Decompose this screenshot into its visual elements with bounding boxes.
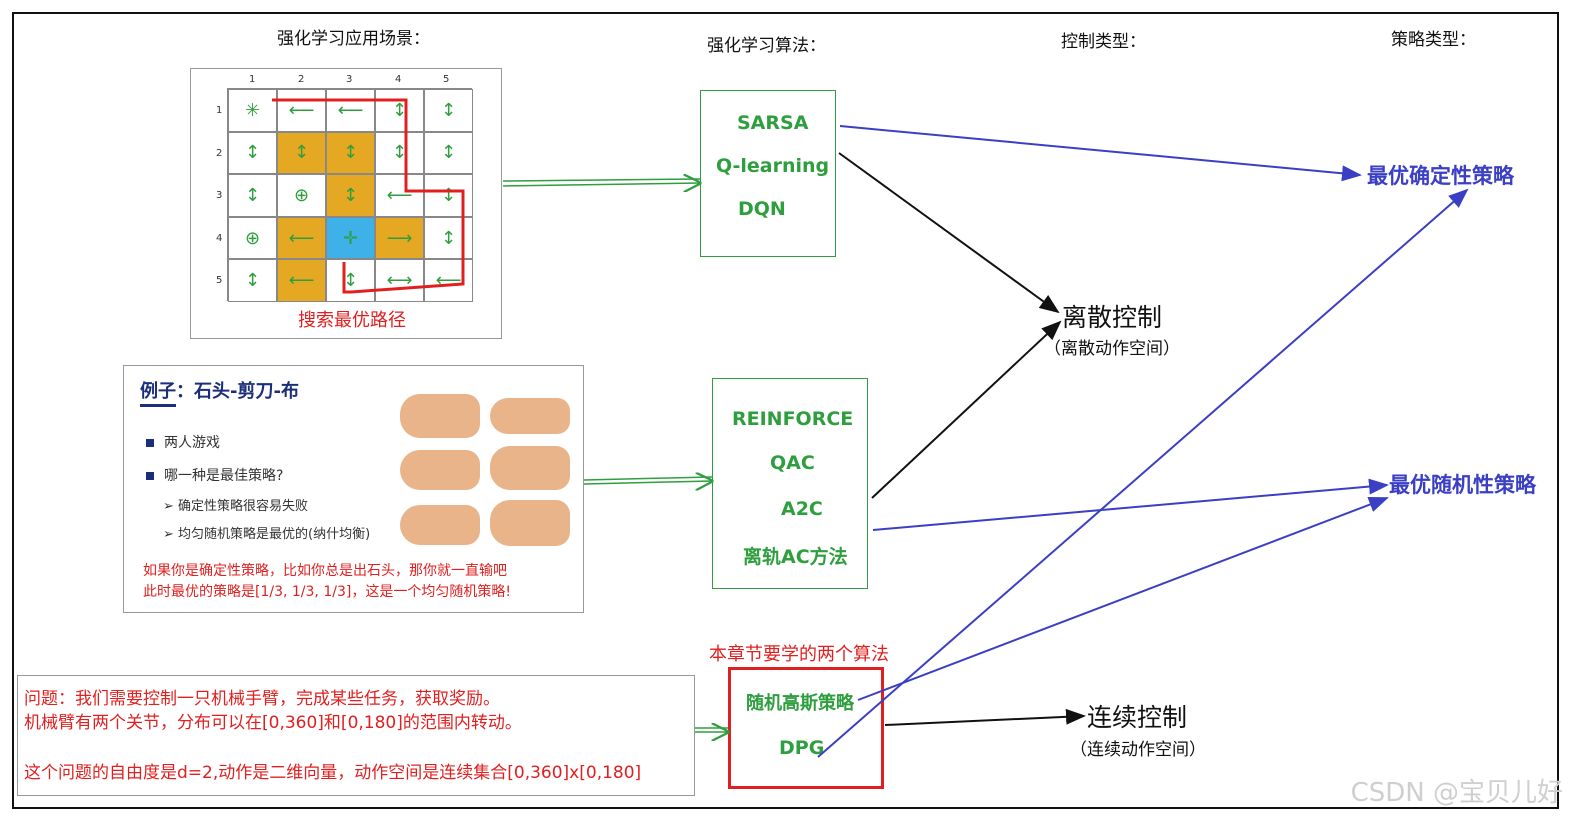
algo-label: DPG: [779, 737, 825, 759]
hand-paper-image: [400, 450, 480, 490]
header-policy: 策略类型：: [1391, 30, 1476, 50]
arm-text: 机械臂有两个关节，分布可以在[0,360]和[0,180]的范围内转动。: [24, 713, 522, 733]
rps-bullet: 两人游戏: [146, 432, 220, 452]
rps-note: 如果你是确定性策略，比如你总是出石头，那你就一直输吧: [143, 563, 507, 579]
arm-problem-panel: [17, 675, 695, 796]
grid-cell-forbidden: ⟵: [277, 216, 326, 260]
algo-label: DQN: [738, 198, 786, 220]
algo-box-value-based: [700, 90, 836, 257]
hand-scissors-image: [400, 505, 480, 545]
grid-cell-forbidden: ↕: [326, 174, 375, 217]
grid-cell: ⊕: [277, 174, 326, 217]
grid-cell: ↕: [375, 131, 424, 175]
bullet-text: 两人游戏: [164, 435, 220, 451]
diagram-frame: [12, 12, 1559, 809]
header-algorithms: 强化学习算法：: [707, 36, 826, 56]
grid-cell: ⟵: [424, 259, 473, 302]
grid-cell-forbidden: ⟶: [375, 216, 424, 260]
header-control: 控制类型：: [1061, 32, 1146, 52]
control-discrete-sub: （离散动作空间）: [1044, 339, 1180, 359]
algo-label: SARSA: [737, 112, 809, 134]
grid-cell: ↕: [228, 259, 277, 302]
row-label: 3: [216, 190, 223, 201]
col-label: 1: [249, 74, 256, 85]
col-label: 5: [443, 74, 450, 85]
grid-cell-forbidden: ↕: [277, 131, 326, 175]
algo-label: REINFORCE: [732, 408, 854, 430]
grid-cell: ↕: [326, 259, 375, 302]
blue-arrow: [872, 478, 1389, 531]
policy-stochastic: 最优随机性策略: [1389, 473, 1536, 497]
arm-text: 问题：我们需要控制一只机械手臂，完成某些任务，获取奖励。: [24, 689, 500, 709]
algo-label: Q-learning: [716, 155, 830, 177]
algo-label: A2C: [781, 498, 823, 520]
grid-cell: ↕: [228, 131, 277, 175]
chapter-algos-label: 本章节要学的两个算法: [709, 644, 889, 665]
black-arrow: [871, 320, 1062, 499]
grid-cell-target: ✛: [326, 216, 375, 260]
grid-cell: ↕: [228, 174, 277, 217]
optimal-path: [272, 98, 465, 294]
hand-rock-image: [400, 394, 480, 438]
grid-cell: ↕: [424, 89, 473, 132]
policy-deterministic: 最优确定性策略: [1367, 164, 1514, 188]
green-arrow: [583, 477, 712, 484]
blue-arrow: [857, 496, 1389, 701]
subbullet-text: 均匀随机策略是最优的(纳什均衡): [178, 527, 371, 542]
hand-scissors-image: [490, 398, 570, 434]
green-arrow: [502, 179, 700, 186]
algo-box-chapter: [728, 667, 884, 789]
row-label: 4: [216, 233, 223, 244]
grid-cell: ↕: [375, 89, 424, 132]
title-underline: [140, 404, 176, 407]
rps-subbullet: ➢ 均匀随机策略是最优的(纳什均衡): [163, 527, 371, 542]
control-continuous: 连续控制: [1087, 703, 1188, 732]
grid-cell: ⟷: [375, 259, 424, 302]
col-label: 3: [346, 74, 353, 85]
grid-cell: ↕: [424, 216, 473, 260]
row-label: 5: [216, 275, 223, 286]
control-discrete: 离散控制: [1062, 303, 1163, 332]
grid-caption: 搜索最优路径: [298, 310, 406, 331]
rps-title: 例子：石头-剪刀-布: [140, 381, 299, 402]
header-scenes: 强化学习应用场景：: [277, 29, 430, 49]
algo-label: 随机高斯策略: [746, 693, 854, 714]
grid-cell: ⟵: [375, 174, 424, 217]
grid-cell: ⟵: [277, 89, 326, 132]
gridworld: ✳ ⟵ ⟵ ↕ ↕ ↕ ↕ ↕ ↕ ↕ ↕ ⊕ ↕ ⟵ ↕ ⊕ ⟵ ✛ ⟶ ↕ …: [227, 88, 473, 302]
black-arrow: [838, 152, 1060, 314]
col-label: 2: [298, 74, 305, 85]
hand-paper-image: [490, 500, 570, 546]
blue-arrow: [839, 125, 1362, 182]
rps-note: 此时最优的策略是[1/3, 1/3, 1/3]，这是一个均匀随机策略!: [143, 584, 511, 600]
watermark: CSDN @宝贝儿好: [1350, 778, 1563, 808]
rps-subbullet: ➢ 确定性策略很容易失败: [163, 499, 309, 514]
hand-rock-image: [490, 446, 570, 490]
bullet-text: 哪一种是最佳策略?: [164, 468, 284, 484]
black-arrow: [884, 708, 1086, 726]
blue-arrow: [817, 188, 1469, 758]
grid-cell: ✳: [228, 89, 277, 132]
row-label: 1: [216, 105, 223, 116]
green-arrow: [695, 728, 728, 732]
grid-cell-forbidden: ↕: [326, 131, 375, 175]
subbullet-text: 确定性策略很容易失败: [178, 499, 309, 514]
grid-cell: ↕: [424, 174, 473, 217]
grid-cell: ⟵: [326, 89, 375, 132]
grid-cell: ↕: [424, 131, 473, 175]
algo-label: 离轨AC方法: [743, 546, 848, 568]
arm-text: 这个问题的自由度是d=2,动作是二维向量，动作空间是连续集合[0,360]x[0…: [24, 763, 642, 783]
algo-label: QAC: [770, 452, 815, 474]
grid-cell: ⊕: [228, 216, 277, 260]
rps-bullet: 哪一种是最佳策略?: [146, 465, 283, 485]
row-label: 2: [216, 148, 223, 159]
control-continuous-sub: （连续动作空间）: [1070, 740, 1206, 760]
grid-cell-forbidden: ⟵: [277, 259, 326, 302]
col-label: 4: [395, 74, 402, 85]
